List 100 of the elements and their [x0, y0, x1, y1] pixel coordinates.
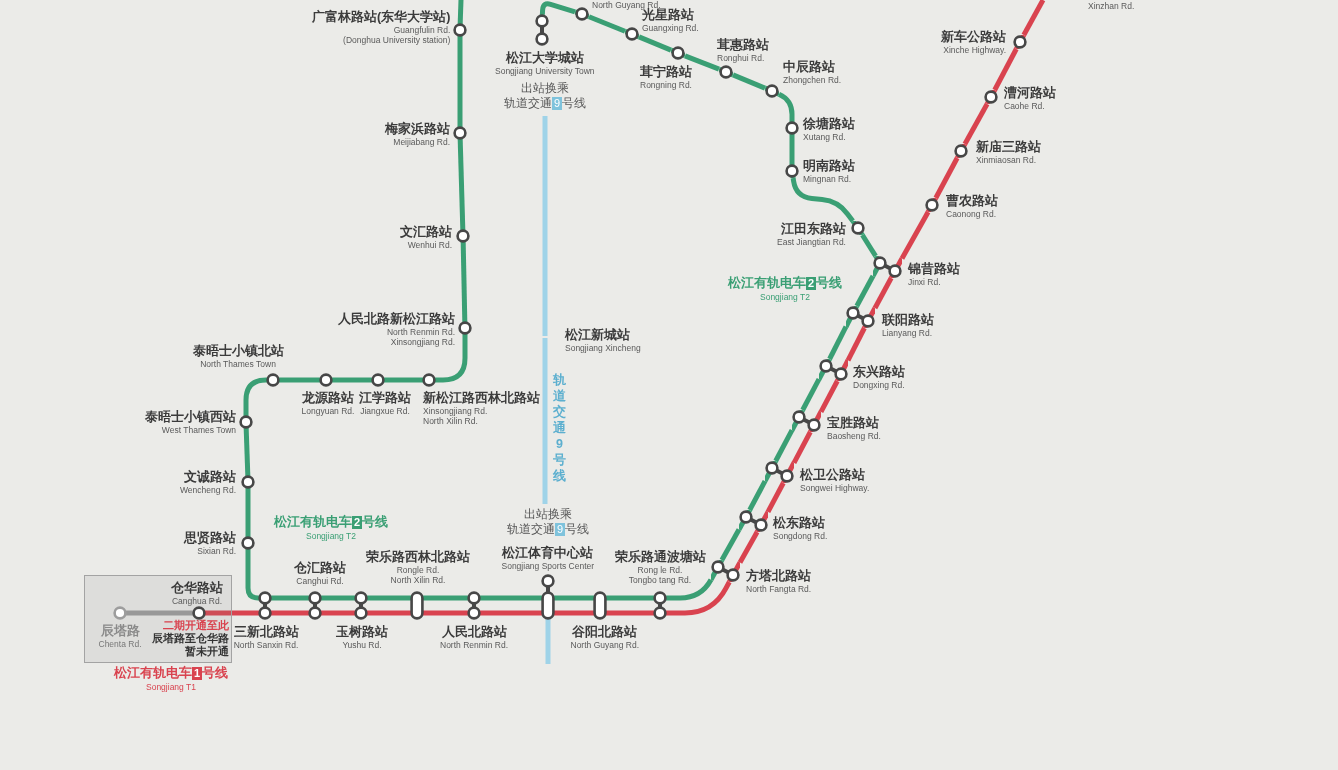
- rail-line: [481, 610, 541, 616]
- rail-line: [368, 610, 410, 616]
- rail-line: [457, 37, 463, 126]
- station-name-english: Dongxing Rd.: [853, 380, 905, 390]
- station-name: 东兴路站: [853, 365, 905, 380]
- transfer-note: 轨道交通9号线: [504, 96, 587, 111]
- station-name: 广富林路站(东华大学站): [312, 10, 451, 25]
- rail-line: [539, 1, 576, 15]
- station-name: 曹农路站: [946, 194, 998, 209]
- station-name: 新松江路西林北路站: [423, 391, 540, 406]
- station-name-english: Xinche Highway.: [943, 45, 1006, 55]
- station-name-english: North Thames Town: [200, 359, 276, 369]
- station-name-english: Rong le Rd. Tongbo tang Rd.: [628, 565, 692, 585]
- rail-line: [684, 53, 720, 72]
- line-name: 松江有轨电车1号线: [114, 666, 229, 681]
- station-name-english: Wenhui Rd.: [407, 240, 452, 250]
- rail-line: [800, 378, 822, 412]
- rail-line: [791, 430, 813, 464]
- station-name: 茸惠路站: [717, 38, 769, 53]
- station-name-english: North Renmin Rd. Xinsongjiang Rd.: [386, 327, 455, 347]
- station-name: 仓华路站: [171, 581, 223, 596]
- rail-line: [368, 595, 410, 601]
- rail-line: [333, 377, 371, 383]
- rail-line: [899, 210, 931, 260]
- rail-line: [280, 377, 319, 383]
- rail-line: [667, 577, 714, 601]
- station-name: 漕河路站: [1004, 86, 1056, 101]
- station-name-english: Songjiang University Town: [495, 66, 595, 76]
- transfer-note: 出站换乘: [524, 507, 573, 522]
- rail-line: [872, 276, 894, 310]
- station-name-english: North Guyang Rd.: [570, 640, 639, 650]
- rail-line: [272, 595, 308, 601]
- station-name: 荣乐路西林北路站: [366, 550, 470, 565]
- station-name-english: Yushu Rd.: [342, 640, 382, 650]
- rail-line: [607, 610, 653, 616]
- line-name: 松江有轨电车2号线: [274, 515, 389, 530]
- rail-line: [555, 595, 593, 601]
- unopened-section-panel: [84, 575, 232, 663]
- station-name: 人民北路站: [441, 625, 507, 640]
- rail-line: [245, 550, 261, 601]
- station-name-english: Guangxing Rd.: [642, 23, 699, 33]
- rail-line: [638, 34, 672, 53]
- station-name-english: Canghui Rd.: [296, 576, 344, 586]
- station-name: 方塔北路站: [746, 569, 811, 584]
- station-name: 松卫公路站: [800, 468, 865, 483]
- station-name: 松江新城站: [565, 328, 630, 343]
- station-name-english: Jiangxue Rd.: [360, 406, 410, 416]
- rail-line: [322, 610, 354, 616]
- line-name-english: Songjiang T2: [760, 292, 810, 302]
- station-name-english: North Renmin Rd.: [440, 640, 509, 650]
- rail-line: [460, 242, 468, 322]
- rail-line: [127, 610, 192, 616]
- station-name-english: Xinzhan Rd.: [1088, 1, 1135, 11]
- station-name-english: Songjiang Xincheng: [565, 343, 641, 353]
- station-name-english: Zhongchen Rd.: [783, 75, 842, 85]
- station-name-english: Songwei Highway.: [800, 483, 870, 493]
- station-name: 玉树路站: [336, 625, 388, 640]
- station-name: 江田东路站: [781, 222, 846, 237]
- rail-line: [747, 480, 768, 512]
- rail-line: [737, 530, 760, 564]
- station-name-english: Jinxi Rd.: [908, 277, 941, 287]
- transfer-note: 轨道交通9号线: [507, 522, 590, 537]
- station-name: 仓汇路站: [294, 561, 346, 576]
- station-name-english: Meijiabang Rd.: [393, 137, 450, 147]
- station-name-english: Longyuan Rd.: [301, 406, 355, 416]
- station-name: 人民北路新松江路站: [338, 312, 455, 327]
- rail-line: [457, 0, 464, 24]
- station-name: 光星路站: [642, 8, 694, 23]
- station-name-english: Rongning Rd.: [640, 80, 692, 90]
- line-name: 松江有轨电车2号线: [728, 276, 843, 291]
- rail-line: [322, 595, 354, 601]
- station-name-english: Baosheng Rd.: [827, 431, 881, 441]
- rail-line: [992, 47, 1019, 92]
- station-name-english: Guangfulin Rd. (Donghua University station): [343, 25, 451, 45]
- station-name-english: Canghua Rd.: [171, 596, 223, 606]
- rail-line: [272, 610, 308, 616]
- rail-line: [789, 135, 795, 164]
- rail-line: [818, 379, 840, 413]
- rail-line: [424, 610, 467, 616]
- station-name: 梅家浜路站: [385, 122, 450, 137]
- station-name-english: Ronghui Rd.: [717, 53, 765, 63]
- transfer-note: 出站换乘: [521, 81, 570, 96]
- station-name-english: Sixian Rd.: [197, 546, 236, 556]
- station-name-english: Xinmiaosan Rd.: [976, 155, 1036, 165]
- rail-line: [542, 338, 548, 504]
- section-note: 辰塔路至仓华路暂未开通: [151, 632, 230, 658]
- station-name: 茸宁路站: [640, 65, 692, 80]
- station-name: 宝胜路站: [827, 416, 879, 431]
- station-name-english: Caonong Rd.: [946, 209, 997, 219]
- station-name-english: Mingnan Rd.: [803, 174, 852, 184]
- rail-line: [719, 528, 742, 562]
- station-name-english: West Thames Town: [161, 425, 236, 435]
- rail-line: [542, 116, 548, 336]
- station-name: 荣乐路通波塘站: [614, 550, 706, 565]
- station-name-english: Chenta Rd.: [98, 639, 142, 649]
- station-name-english: North Fangta Rd.: [746, 584, 812, 594]
- line-name: 轨道交通9号线: [553, 372, 567, 484]
- rail-line: [667, 580, 732, 616]
- station-name: 锦昔路站: [908, 262, 960, 277]
- rail-line: [385, 377, 422, 383]
